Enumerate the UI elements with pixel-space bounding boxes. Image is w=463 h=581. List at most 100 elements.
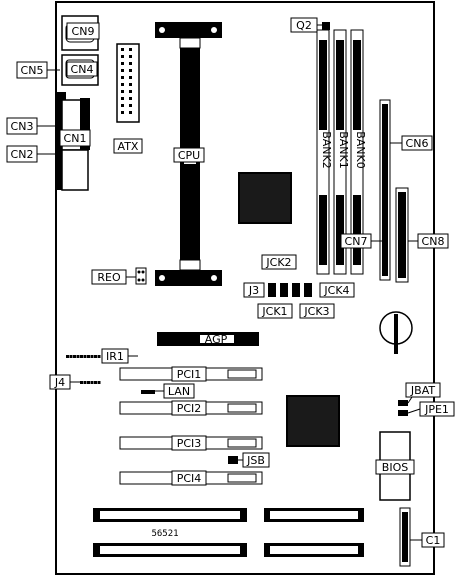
label-jck1: JCK1 — [257, 303, 293, 319]
jsb-jumper — [228, 456, 238, 464]
pin — [97, 381, 101, 384]
label-jpe1: JPE1 — [419, 401, 455, 417]
label-jck1-text: JCK1 — [261, 305, 287, 318]
southbridge-chip — [286, 395, 340, 447]
label-on4-text: CN4 — [71, 63, 94, 76]
label-c1-text: C1 — [426, 534, 441, 547]
label-on1-text: CN1 — [64, 132, 87, 145]
board-code: 56521 — [151, 529, 178, 539]
label-bank: BANK2 BANK1 BANK0 — [320, 131, 367, 169]
pin — [129, 62, 132, 65]
label-jbat-text: JBAT — [410, 384, 435, 397]
pin — [129, 104, 132, 107]
cpu-slot — [155, 22, 222, 286]
label-on9-text: CN9 — [72, 25, 95, 38]
label-pci3: PCI3 — [171, 435, 207, 451]
pin — [121, 111, 124, 114]
pin — [129, 69, 132, 72]
label-q2-text: Q2 — [296, 19, 312, 32]
label-jbat: JBAT — [405, 382, 441, 398]
c1-floppy-connector — [399, 507, 411, 567]
pin — [129, 111, 132, 114]
dimm-slots — [316, 29, 364, 275]
atx-power-connector — [116, 43, 140, 123]
label-pci3-text: PCI3 — [177, 437, 202, 450]
label-ir1: IR1 — [101, 348, 129, 364]
pin — [121, 76, 124, 79]
label-cpu: CPU — [173, 147, 205, 163]
reo-header — [135, 267, 147, 285]
pin — [76, 355, 80, 358]
label-jck4-text: JCK4 — [323, 284, 349, 297]
label-jsb: JSB — [242, 452, 270, 468]
label-on3: CN3 — [6, 117, 38, 135]
label-jsb-text: JSB — [246, 454, 265, 467]
pin — [87, 355, 90, 358]
label-cn6-text: CN6 — [406, 137, 429, 150]
label-on2-text: CN2 — [11, 148, 34, 161]
label-pci2: PCI2 — [171, 400, 207, 416]
pin — [129, 90, 132, 93]
ir1-header — [66, 355, 101, 358]
j4-header — [80, 381, 101, 384]
label-bank2-text: BANK2 — [320, 131, 333, 169]
pin — [90, 355, 94, 358]
label-reo: REO — [91, 269, 127, 285]
pin — [80, 355, 83, 358]
pin — [66, 355, 69, 358]
pin — [121, 62, 124, 65]
label-jck3: JCK3 — [299, 303, 335, 319]
label-pci4: PCI4 — [171, 470, 207, 486]
label-atx: ATX — [113, 138, 143, 154]
q2-part — [322, 22, 330, 30]
label-atx-text: ATX — [118, 140, 139, 153]
label-reo-text: REO — [97, 271, 121, 284]
label-cn7-text: CN7 — [345, 235, 368, 248]
battery — [379, 311, 413, 354]
cn8-ide-connector — [395, 187, 409, 283]
label-pci1-text: PCI1 — [177, 368, 202, 381]
label-j4-text: J4 — [54, 376, 65, 389]
jbat-jumper — [398, 400, 408, 406]
label-j3-text: J3 — [248, 284, 259, 297]
pin — [129, 83, 132, 86]
label-jck4: JCK4 — [319, 282, 355, 298]
pin — [121, 48, 124, 51]
pin — [129, 76, 132, 79]
label-j4: J4 — [49, 374, 71, 390]
label-ir1-text: IR1 — [106, 350, 124, 363]
label-c1: C1 — [421, 532, 445, 548]
pin — [83, 381, 87, 384]
label-jck2: JCK2 — [261, 254, 297, 270]
cn9-ide-connector — [379, 99, 391, 281]
northbridge-chip — [238, 172, 292, 224]
label-q2: Q2 — [290, 17, 318, 33]
pin — [97, 355, 101, 358]
agp-slot — [157, 332, 259, 346]
leader-lines — [37, 24, 422, 541]
label-agp-text: AGP — [205, 333, 228, 346]
pin — [73, 355, 76, 358]
isa-slots — [93, 508, 364, 557]
label-pci2-text: PCI2 — [177, 402, 202, 415]
label-bank1-text: BANK1 — [337, 131, 350, 169]
jck-jumpers — [268, 283, 312, 297]
label-bios: BIOS — [375, 459, 415, 475]
label-pci4-text: PCI4 — [177, 472, 202, 485]
pin — [69, 355, 73, 358]
label-cn8-right: CN6 — [401, 135, 433, 151]
pin — [129, 55, 132, 58]
label-on5: CN5 — [16, 61, 48, 79]
pin — [121, 104, 124, 107]
label-on2: CN2 — [6, 145, 38, 163]
pin — [94, 381, 97, 384]
pin — [94, 355, 97, 358]
label-lan-text: LAN — [168, 385, 190, 398]
pin — [121, 97, 124, 100]
label-cn8: CN8 — [417, 233, 449, 249]
label-pci1: PCI1 — [171, 366, 207, 382]
label-on5-text: CN5 — [21, 64, 44, 77]
label-on3-text: CN3 — [11, 120, 34, 133]
pin — [90, 381, 94, 384]
